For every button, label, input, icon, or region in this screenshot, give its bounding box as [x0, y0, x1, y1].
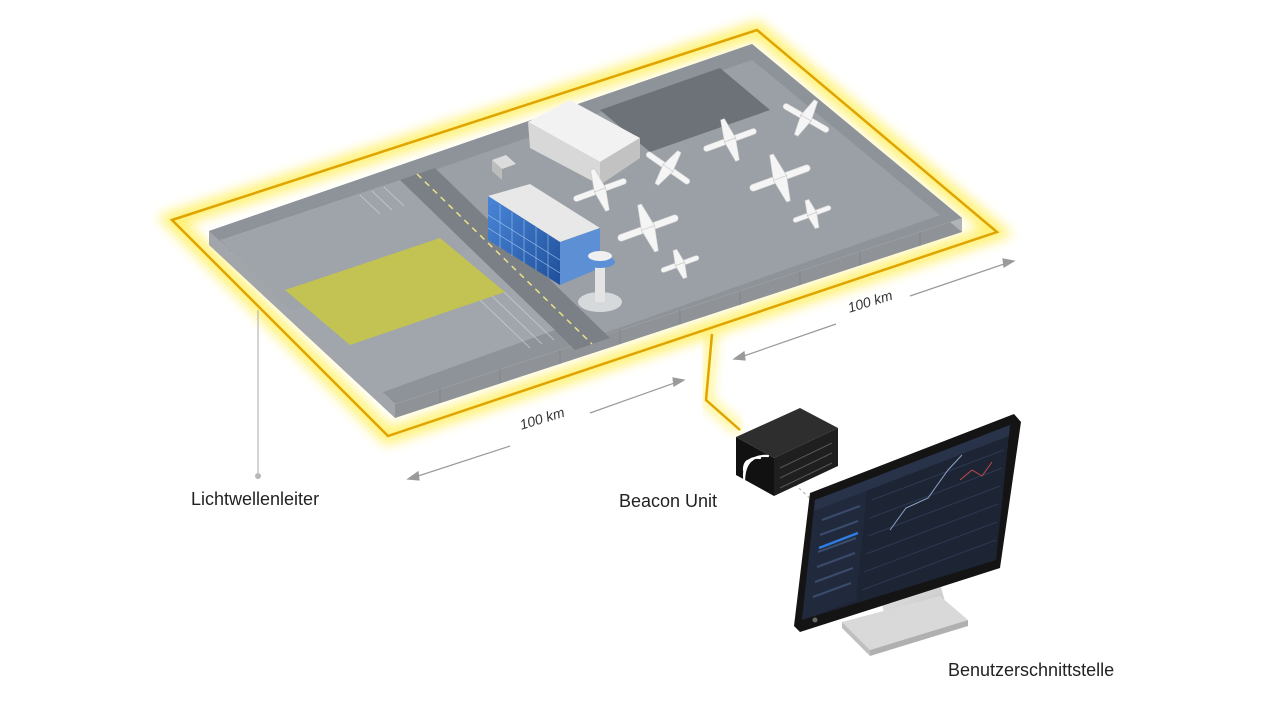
- dimension-arrows: [406, 258, 1016, 481]
- beacon-unit-label: Beacon Unit: [619, 491, 718, 511]
- fiber-label: Lichtwellenleiter: [191, 489, 320, 509]
- fiber-loop: [157, 21, 1014, 446]
- airport-site: [209, 44, 962, 418]
- fiber-leader: [255, 310, 261, 479]
- beacon-unit: [736, 408, 838, 496]
- user-interface-label: Benutzerschnittstelle: [948, 660, 1115, 680]
- beacon-signal-icon: [742, 454, 770, 484]
- monitor: [794, 414, 1021, 656]
